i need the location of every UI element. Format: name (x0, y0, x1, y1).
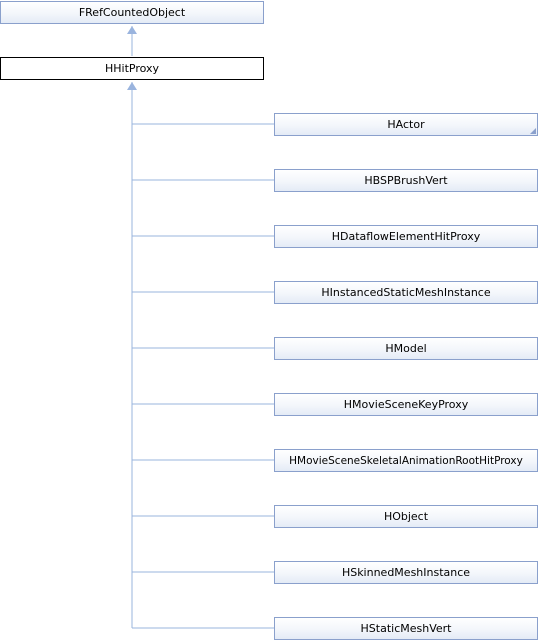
class-label: HSkinnedMeshInstance (341, 566, 471, 579)
class-box-hinstancedstaticmeshinstance[interactable]: HInstancedStaticMeshInstance (274, 281, 538, 304)
class-label: HMovieSceneKeyProxy (343, 398, 469, 411)
class-label: HModel (385, 342, 427, 355)
class-box-hbspbrushvert[interactable]: HBSPBrushVert (274, 169, 538, 192)
class-box-hmoviescenekeyproxy[interactable]: HMovieSceneKeyProxy (274, 393, 538, 416)
class-label: HInstancedStaticMeshInstance (321, 286, 491, 299)
class-label: HActor (387, 118, 425, 131)
class-box-hstaticmeshvert[interactable]: HStaticMeshVert (274, 617, 538, 640)
class-box-hactor[interactable]: HActor (274, 113, 538, 136)
class-box-hmoviesceneskeletalanimationroothitproxy[interactable]: HMovieSceneSkeletalAnimationRootHitProxy (274, 449, 538, 472)
class-label: HStaticMeshVert (360, 622, 452, 635)
class-box-hhitproxy: HHitProxy (0, 57, 264, 80)
class-label: FRefCountedObject (78, 6, 186, 19)
class-box-hdataflowelementhitproxy[interactable]: HDataflowElementHitProxy (274, 225, 538, 248)
class-box-hskinnedmeshinstance[interactable]: HSkinnedMeshInstance (274, 561, 538, 584)
has-subclasses-corner-icon (530, 128, 536, 134)
class-box-hobject[interactable]: HObject (274, 505, 538, 528)
class-box-frefcountedobject[interactable]: FRefCountedObject (0, 1, 264, 24)
class-label: HBSPBrushVert (364, 174, 448, 187)
class-label: HObject (383, 510, 429, 523)
class-label: HDataflowElementHitProxy (331, 230, 481, 243)
class-label: HMovieSceneSkeletalAnimationRootHitProxy (289, 454, 523, 467)
class-label: HHitProxy (104, 62, 160, 75)
class-box-hmodel[interactable]: HModel (274, 337, 538, 360)
